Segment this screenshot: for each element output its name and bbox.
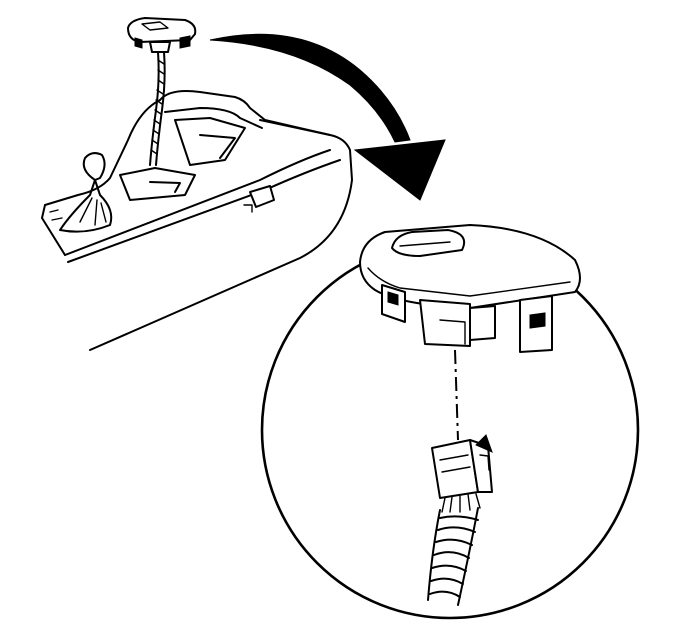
console-latch-pin <box>243 204 253 213</box>
detail-harness-right <box>457 507 479 606</box>
console-compartment-front <box>119 167 196 201</box>
direction-arrow <box>209 33 446 201</box>
detail-harness-wrap <box>429 515 479 598</box>
console-switch-removed <box>127 17 197 53</box>
connector-latch-detail <box>479 454 490 471</box>
console-compartment-front-inner <box>149 181 181 193</box>
electrical-connector-detail <box>431 434 493 513</box>
console-left-wall <box>44 99 161 206</box>
console-outer-edge <box>89 119 353 351</box>
switch-clip-right <box>179 35 191 49</box>
arrow-shaft <box>209 33 411 143</box>
console-inner-rim <box>164 107 263 129</box>
switch-connector-small <box>149 41 171 53</box>
connector-ribs <box>439 454 471 473</box>
connector-wire-leads <box>441 493 481 513</box>
alignment-line <box>454 349 459 441</box>
wiring-harness-console <box>149 51 166 166</box>
center-console <box>41 90 353 351</box>
shift-boot <box>59 179 113 233</box>
detail-button-line <box>399 241 451 247</box>
detail-clip-right-tab <box>529 312 546 329</box>
wiring-harness-detail <box>427 507 479 606</box>
detail-switch-button <box>391 229 466 257</box>
detail-switch-socket <box>419 299 471 347</box>
shift-knob <box>82 152 106 181</box>
harness-right-edge <box>155 51 166 166</box>
detail-clip-left-tab <box>387 291 399 306</box>
console-latch <box>249 185 275 208</box>
console-vent <box>49 209 63 221</box>
switch-clip-left <box>134 37 143 49</box>
connector-latch <box>475 434 493 453</box>
harness-wrap <box>150 59 165 155</box>
console-switch-detail <box>359 224 581 353</box>
console-compartment-rear <box>174 117 246 166</box>
console-compartment-inner <box>199 134 236 159</box>
detail-socket-side <box>469 305 496 341</box>
shift-boot-folds <box>79 197 107 226</box>
console-lower-line <box>67 159 341 263</box>
console-top-rim <box>159 90 331 136</box>
console-mid-line <box>64 149 331 256</box>
detail-socket-inner <box>439 319 466 345</box>
detail-cover-edge <box>367 267 571 297</box>
switch-button <box>141 21 169 31</box>
detail-harness-left <box>427 509 441 601</box>
arrow-head <box>353 139 446 201</box>
console-front-corner <box>41 204 66 256</box>
